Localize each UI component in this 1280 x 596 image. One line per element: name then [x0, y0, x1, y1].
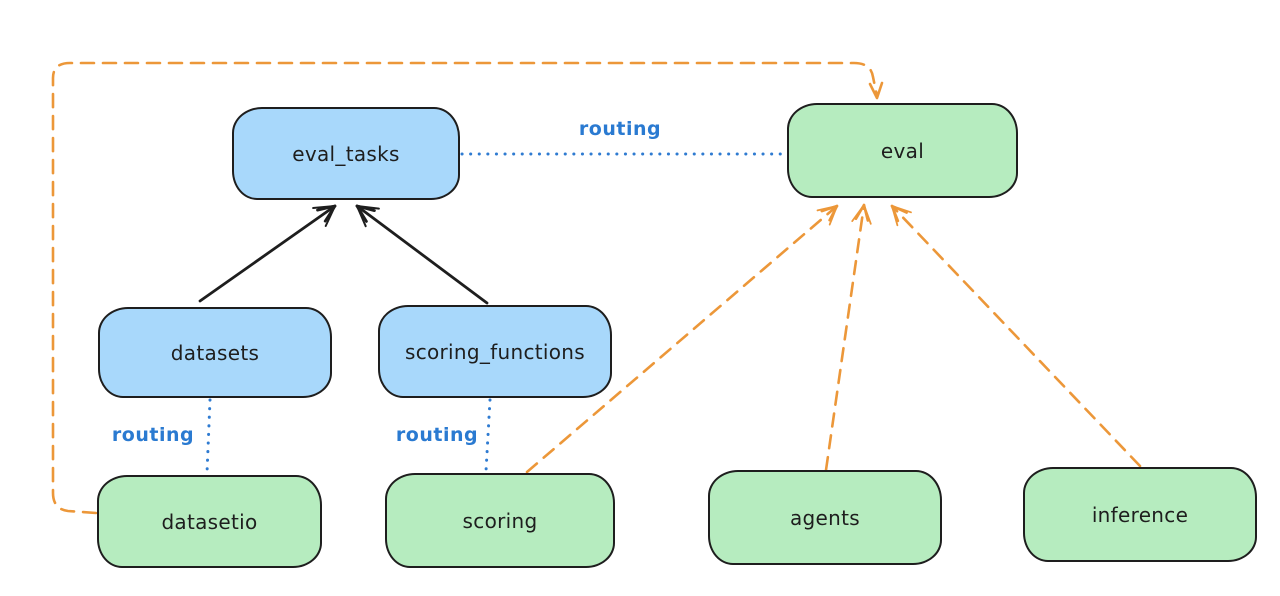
node-eval-label: eval — [880, 138, 925, 163]
node-inference-label: inference — [1091, 502, 1189, 527]
edge-scoring-functions-scoring-dotted — [484, 398, 492, 473]
edge-scoring-functions-eval-tasks-arrowhead-2 — [356, 205, 380, 228]
node-agents: agents — [708, 470, 942, 565]
node-datasetio-label: datasetio — [161, 509, 258, 534]
node-datasets-label: datasets — [170, 340, 260, 365]
edge-inference-eval-arrowhead-2 — [891, 205, 912, 227]
node-inference: inference — [1023, 467, 1257, 562]
edge-label-routing-eval-tasks-eval: routing — [578, 118, 662, 140]
node-eval-tasks-label: eval_tasks — [292, 141, 400, 166]
node-eval-tasks: eval_tasks — [232, 107, 460, 200]
node-eval: eval — [787, 103, 1018, 198]
node-datasets: datasets — [98, 307, 332, 398]
edge-label-routing-datasets-datasetio: routing — [111, 424, 195, 446]
edge-scoring-eval-line — [525, 204, 839, 474]
edge-scoring-functions-eval-tasks-line — [355, 204, 489, 305]
edge-datasets-eval-tasks-line — [198, 204, 337, 303]
edge-agents-eval-arrowhead-2 — [851, 204, 872, 225]
edge-agents-eval-line — [824, 203, 866, 472]
node-scoring-functions-label: scoring_functions — [404, 339, 586, 364]
node-scoring-label: scoring — [462, 508, 538, 533]
edge-datasetio-eval-arrowhead — [868, 81, 884, 100]
edge-scoring-eval-arrowhead-2 — [816, 205, 838, 226]
node-scoring: scoring — [385, 473, 615, 568]
edge-datasets-eval-tasks-arrowhead-2 — [312, 205, 336, 227]
node-datasetio: datasetio — [97, 475, 322, 568]
node-scoring-functions: scoring_functions — [378, 305, 612, 398]
node-agents-label: agents — [790, 505, 860, 530]
edge-label-routing-scoring-functions-scoring: routing — [395, 424, 479, 446]
edge-inference-eval-line — [890, 204, 1142, 468]
edge-datasets-datasetio-dotted — [205, 398, 212, 475]
